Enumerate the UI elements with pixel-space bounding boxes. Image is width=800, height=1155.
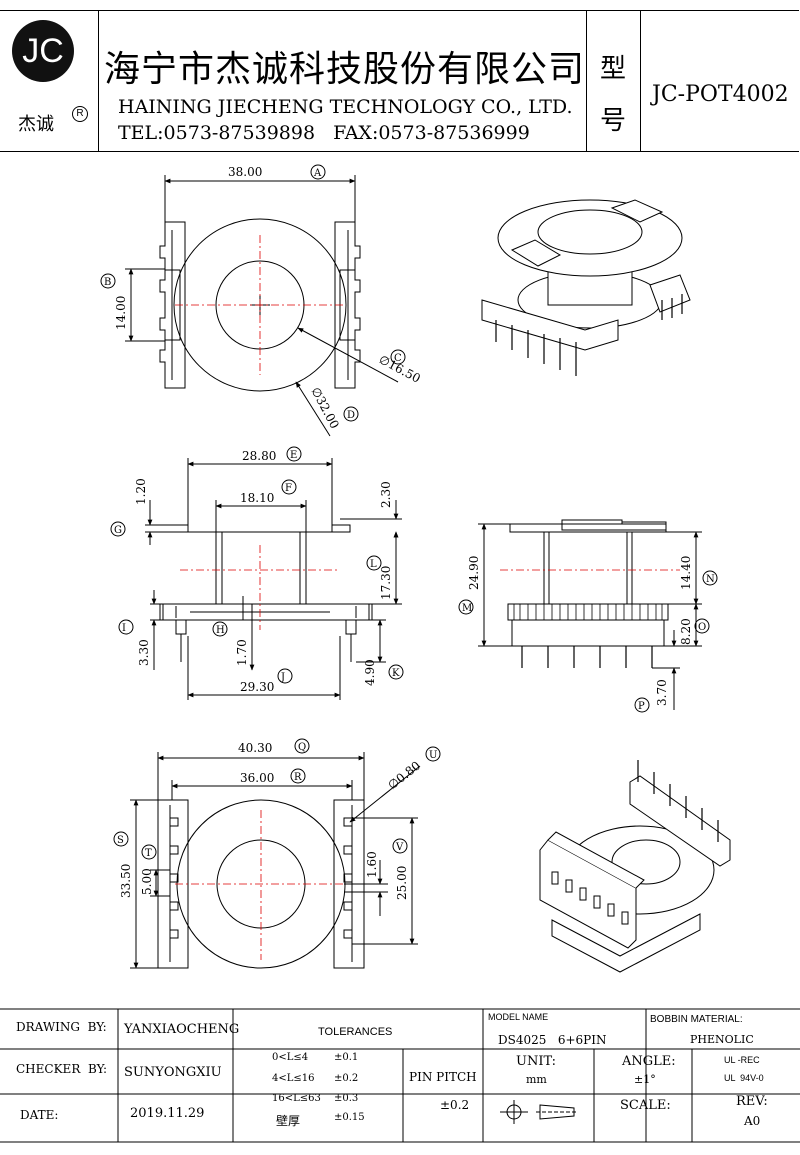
pin-pitch-value: ±0.2: [440, 1098, 470, 1112]
dim-k-value: 4.90: [363, 659, 377, 686]
dim-s-value: 33.50: [119, 864, 133, 898]
date-label: DATE:: [20, 1108, 59, 1122]
dim-i-value: 3.30: [137, 639, 151, 666]
dim-e-value: 28.80: [242, 449, 276, 463]
tolerances-label: TOLERANCES: [318, 1026, 393, 1038]
logo-text: JC: [22, 32, 64, 70]
side-view: [478, 519, 702, 710]
dim-r-value: 36.00: [240, 771, 274, 785]
dim-q-tag: Q: [298, 742, 306, 753]
model-label-1: 型: [600, 54, 627, 84]
bobbin-material-label: BOBBIN MATERIAL:: [650, 1014, 743, 1025]
tolerance-value-4: ±0.15: [334, 1112, 365, 1123]
dim-t2-value: 1.60: [365, 851, 379, 878]
angle-label: ANGLE:: [622, 1054, 676, 1069]
ul-rec: UL -REC: [724, 1055, 760, 1065]
front-view: [145, 458, 402, 700]
dim-m-value: 24.90: [467, 556, 481, 590]
company-contact: TEL:0573-87539898 FAX:0573-87536999: [118, 122, 530, 144]
dim-g2-value: 2.30: [379, 481, 393, 508]
dim-j-tag: J: [280, 672, 285, 683]
dim-b-value: 14.00: [114, 296, 128, 330]
unit-label: UNIT:: [516, 1054, 557, 1069]
ul-94v0: UL 94V-0: [724, 1073, 764, 1083]
dim-l-value: 17.30: [379, 566, 393, 600]
dim-f-tag: F: [285, 483, 292, 494]
dim-p-value: 3.70: [655, 679, 669, 706]
dim-t-value: 5.00: [140, 868, 154, 895]
title-block-grid: [0, 1008, 800, 1143]
date-value: 2019.11.29: [130, 1106, 205, 1121]
header-divider: [640, 10, 641, 151]
scale-label: SCALE:: [620, 1098, 671, 1113]
bottom-view: [130, 752, 421, 969]
company-name-en: HAINING JIECHENG TECHNOLOGY CO., LTD.: [118, 96, 573, 118]
dim-i-tag: I: [122, 623, 126, 634]
tolerance-range-2: 4<L≤16: [272, 1073, 315, 1084]
dim-k-tag: K: [392, 668, 400, 679]
dim-g-tag: G: [114, 525, 122, 536]
model-number: JC-POT4002: [652, 82, 789, 107]
dim-u-value: ∅0.80: [385, 758, 423, 792]
header-frame: [0, 10, 799, 152]
tolerance-range-1: 0<L≤4: [272, 1052, 309, 1063]
drawing-by-label: DRAWING BY:: [16, 1020, 107, 1034]
dim-s-tag: S: [117, 835, 124, 846]
pin-pitch-label: PIN PITCH: [409, 1070, 477, 1084]
dim-n-tag: N: [706, 574, 715, 585]
tolerance-value-2: ±0.2: [334, 1073, 359, 1084]
tolerance-value-1: ±0.1: [334, 1052, 359, 1063]
rev-value: A0: [744, 1114, 761, 1128]
dim-b-tag: B: [104, 277, 111, 288]
dim-t-tag: T: [145, 848, 152, 859]
dim-a-value: 38.00: [228, 165, 262, 179]
angle-value: ±1°: [634, 1073, 656, 1086]
dim-q-value: 40.30: [238, 741, 272, 755]
rev-label: REV:: [736, 1094, 768, 1109]
model-name-label: MODEL NAME: [488, 1012, 549, 1022]
model-name-value: DS4025 6+6PIN: [498, 1033, 607, 1047]
isometric-view-top: [481, 199, 691, 376]
company-logo: JC: [12, 20, 74, 82]
dim-o-value: 8.20: [679, 618, 693, 645]
dim-j-value: 29.30: [240, 680, 274, 694]
dim-n-value: 14.40: [679, 556, 693, 590]
dim-c-tag: C: [394, 353, 402, 364]
registered-mark: R: [72, 106, 88, 122]
checker-by-label: CHECKER BY:: [16, 1062, 108, 1076]
tolerance-range-4: 壁厚: [276, 1114, 301, 1128]
dim-h-tag: H: [216, 625, 225, 636]
dim-l-tag: L: [370, 559, 377, 570]
dim-a-tag: A: [313, 168, 322, 179]
dim-f-value: 18.10: [240, 491, 274, 505]
top-view: [125, 175, 399, 437]
header-divider: [98, 10, 99, 151]
dim-m-tag: M: [462, 603, 472, 614]
dim-h-value: 1.70: [235, 639, 249, 666]
company-name-cn: 海宁市杰诚科技股份有限公司: [104, 49, 586, 90]
dim-v-tag: V: [395, 842, 404, 853]
unit-value: mm: [526, 1073, 547, 1086]
drawing-by-value: YANXIAOCHENG: [124, 1022, 240, 1037]
technical-drawing: 38.00 A 14.00 B ∅16.50 C ∅32.00 D: [100, 164, 731, 973]
isometric-view-bottom: [539, 760, 731, 973]
dim-g-value: 1.20: [134, 478, 148, 505]
header-divider: [586, 10, 587, 151]
tolerance-range-3: 16<L≤63: [272, 1093, 321, 1104]
model-label-2: 号: [600, 106, 627, 136]
dim-d-value: ∅32.00: [308, 385, 341, 431]
dim-d-tag: D: [347, 410, 355, 421]
dim-p-tag: P: [638, 701, 645, 712]
tolerance-value-3: ±0.3: [334, 1093, 359, 1104]
logo-subtitle: 杰诚: [18, 114, 54, 134]
dim-u-tag: U: [429, 750, 437, 761]
dim-o-tag: O: [698, 622, 706, 633]
dim-e-tag: E: [290, 450, 297, 461]
dim-v-value: 25.00: [395, 866, 409, 900]
dim-r-tag: R: [294, 772, 302, 783]
bobbin-material-value: PHENOLIC: [690, 1033, 754, 1046]
checker-by-value: SUNYONGXIU: [124, 1065, 222, 1080]
